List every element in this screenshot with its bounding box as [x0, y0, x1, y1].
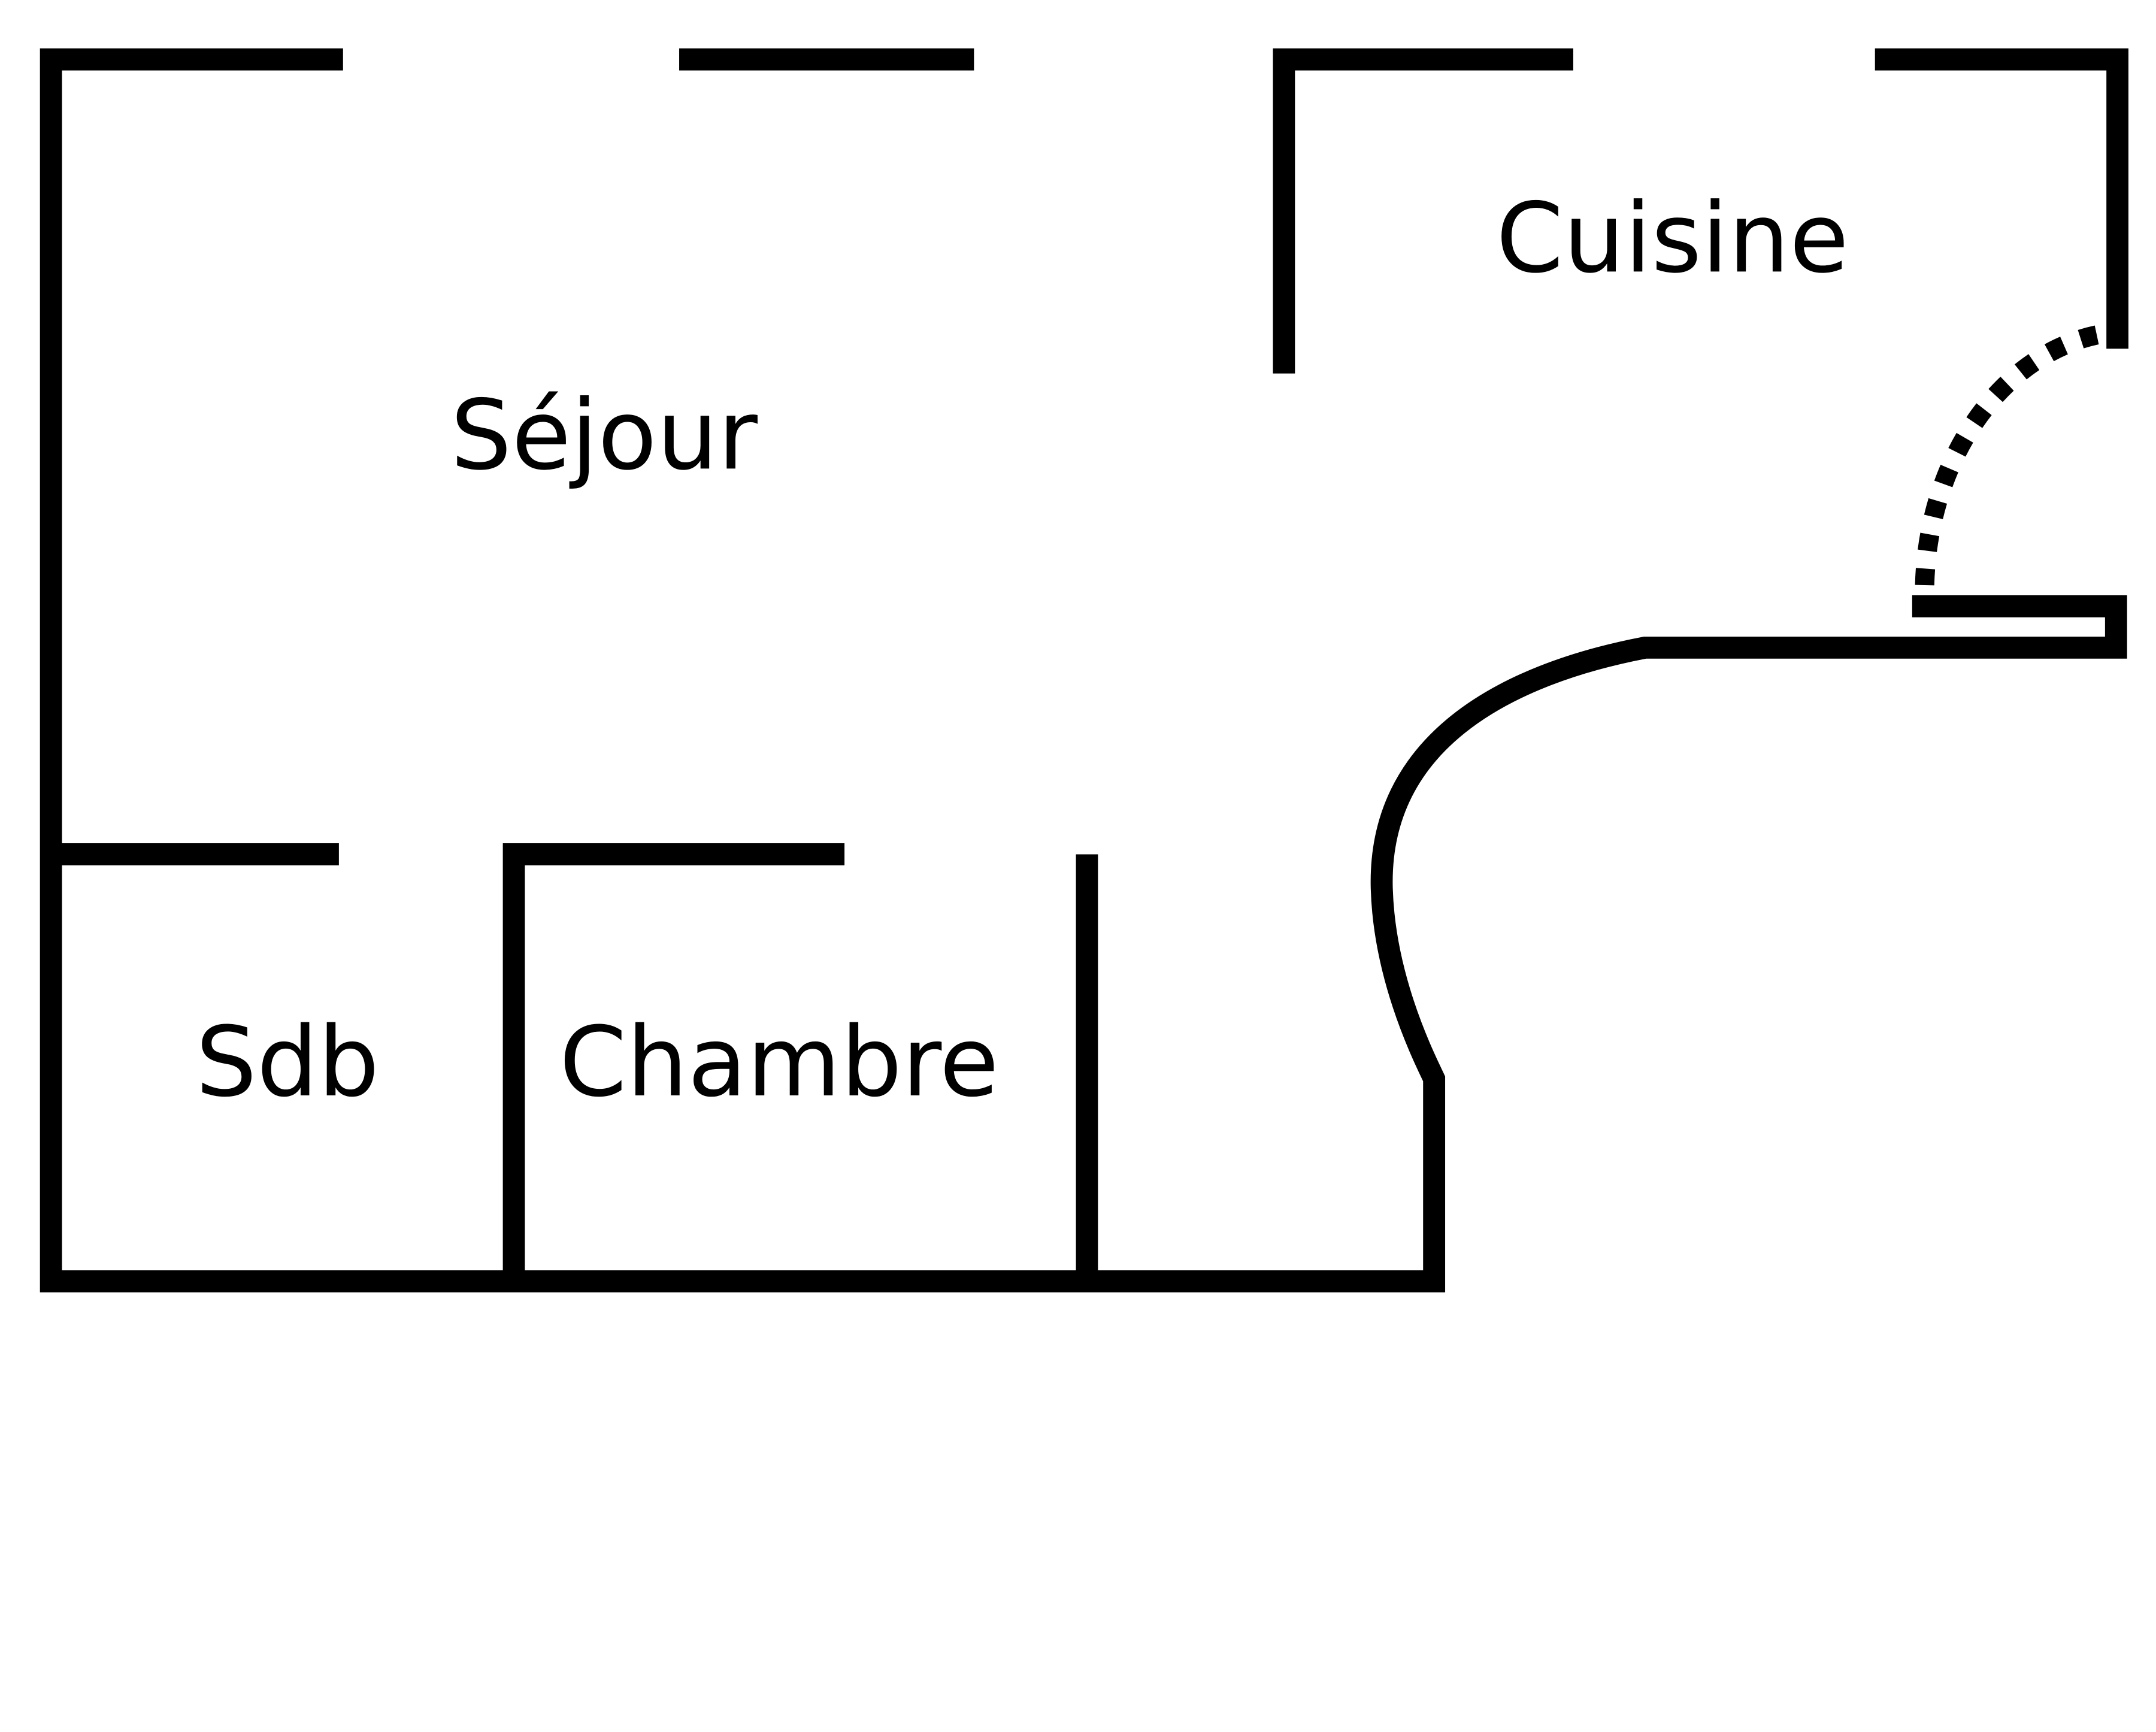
- kitchen-wall-left: [1273, 48, 1573, 374]
- outer-wall: [40, 48, 2127, 1292]
- kitchen-wall-right: [1875, 48, 2128, 349]
- door-swing-arc: [1915, 325, 2099, 593]
- bedroom-wall: [502, 843, 845, 1282]
- room-label-chambre: Chambre: [559, 1006, 999, 1118]
- room-label-cuisine: Cuisine: [1496, 182, 1849, 294]
- room-label-sdb: Sdb: [196, 1006, 380, 1118]
- room-label-sejour: Séjour: [450, 379, 758, 491]
